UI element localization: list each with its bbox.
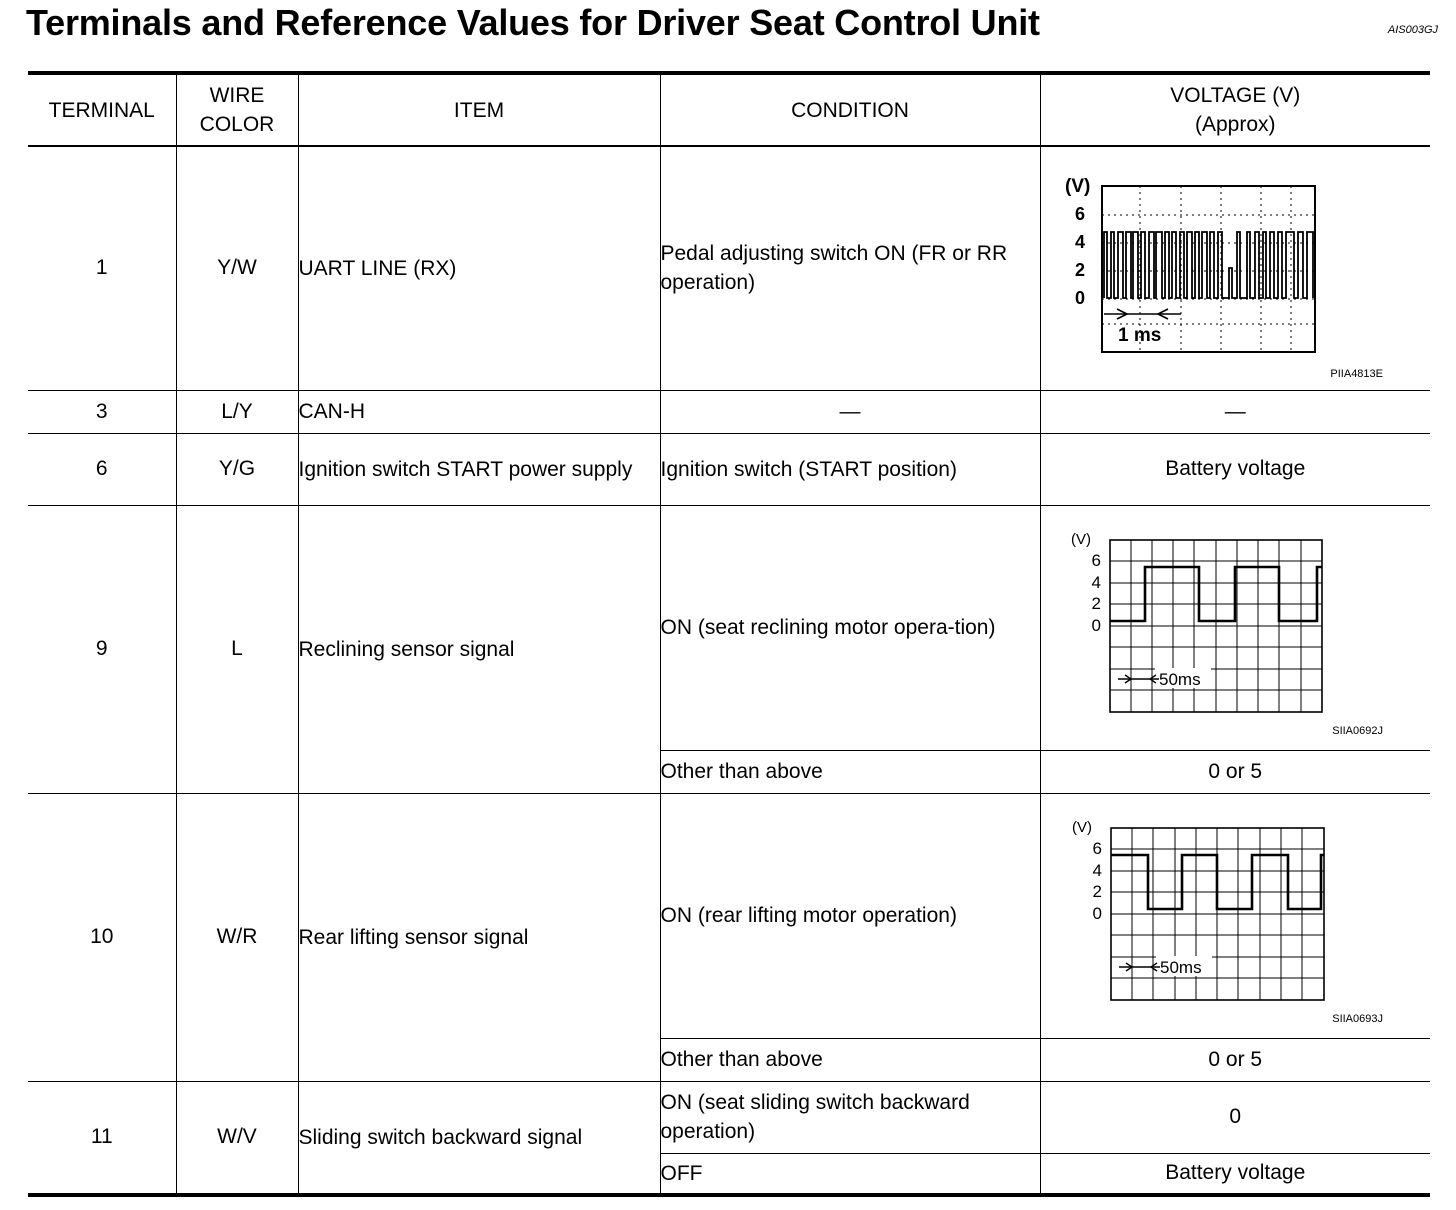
rear-lifting-waveform-figure: (V) 6 4 2 0 50ms SIIA0693J <box>1072 819 1383 1025</box>
condition-cell: ON (seat reclining motor opera-tion) <box>659 504 1041 751</box>
y-tick-label: 6 <box>1092 839 1101 858</box>
scope-grid <box>1109 539 1322 712</box>
voltage-cell: Battery voltage <box>1039 1152 1430 1196</box>
rear-lifting-waveform-trace <box>1110 853 1324 910</box>
condition-cell: Other than above <box>660 749 1041 794</box>
reclining-waveform-trace <box>1109 565 1322 622</box>
condition-cell: Ignition switch (START position) <box>659 432 1041 506</box>
scope-grid <box>1110 827 1324 1000</box>
wire-color-cell: L <box>175 504 299 794</box>
header-voltage: VOLTAGE (V) (Approx) <box>1039 72 1430 147</box>
voltage-cell: 0 or 5 <box>1039 1037 1430 1082</box>
time-division-marker <box>1118 961 1160 972</box>
table-row: OFF Battery voltage <box>28 1152 1430 1196</box>
time-scale-label: 1 ms <box>1118 325 1161 346</box>
wire-color-cell: W/V <box>175 1080 299 1196</box>
condition-cell: ON (rear lifting motor operation) <box>659 792 1041 1039</box>
y-tick-label: 0 <box>1092 904 1101 923</box>
header-item: ITEM <box>297 72 661 147</box>
document-code: AIS003GJ <box>1387 24 1438 36</box>
table-row: 11 W/V Sliding switch backward signal ON… <box>28 1080 1430 1196</box>
figure-id: PIIA4813E <box>1330 368 1383 380</box>
y-unit-label: (V) <box>1072 819 1092 836</box>
table-row: Other than above 0 or 5 <box>28 749 1430 794</box>
table-row: 6 Y/G Ignition switch START power supply… <box>28 432 1430 506</box>
terminal-cell: 6 <box>28 432 177 506</box>
table-row: 10 W/R Rear lifting sensor signal ON (re… <box>28 792 1430 1082</box>
voltage-cell: 0 or 5 <box>1039 749 1430 794</box>
table-row: 3 L/Y CAN-H — — <box>28 389 1430 434</box>
y-tick-label: 4 <box>1091 573 1100 592</box>
y-tick-label: 0 <box>1074 288 1084 308</box>
condition-cell: ON (seat sliding switch backward operati… <box>659 1080 1041 1154</box>
y-tick-label: 4 <box>1074 232 1084 252</box>
y-tick-label: 2 <box>1074 260 1084 280</box>
uart-waveform-figure: (V) 6 4 2 0 1 ms PIIA4813E <box>1065 176 1383 380</box>
condition-cell: Pedal adjusting switch ON (FR or RR oper… <box>659 145 1041 391</box>
item-cell: Reclining sensor signal <box>297 504 661 794</box>
terminal-cell: 3 <box>28 389 177 434</box>
item-cell: Sliding switch backward signal <box>297 1080 661 1196</box>
voltage-cell: — <box>1039 389 1430 434</box>
time-scale-label: 50ms <box>1159 670 1201 689</box>
table-row: 1 Y/W UART LINE (RX) Pedal adjusting swi… <box>28 145 1430 391</box>
uart-waveform-trace <box>1102 231 1314 300</box>
scope-grid <box>1101 186 1315 353</box>
voltage-figure-cell: (V) 6 4 2 0 50ms SIIA0693J <box>1039 792 1430 1039</box>
header-condition: CONDITION <box>659 72 1041 147</box>
voltage-figure-cell: (V) 6 4 2 0 50ms SIIA0692J <box>1039 504 1430 751</box>
wire-color-cell: Y/W <box>175 145 299 391</box>
figure-id: SIIA0693J <box>1332 1013 1383 1025</box>
terminal-cell: 1 <box>28 145 177 391</box>
y-tick-label: 0 <box>1091 616 1100 635</box>
table-header-row: TERMINAL WIRE COLOR ITEM CONDITION VOLTA… <box>28 72 1430 147</box>
item-cell: Ignition switch START power supply <box>297 432 661 506</box>
item-cell: Rear lifting sensor signal <box>297 792 661 1082</box>
item-cell: CAN-H <box>297 389 661 434</box>
reclining-waveform-figure: (V) 6 4 2 0 50ms SIIA0692J <box>1071 531 1383 737</box>
header-terminal: TERMINAL <box>28 72 177 147</box>
y-unit-label: (V) <box>1071 531 1091 548</box>
time-division-marker <box>1103 308 1181 320</box>
y-tick-label: 6 <box>1091 551 1100 570</box>
header-voltage-text: VOLTAGE (V) (Approx) <box>1170 84 1301 136</box>
header-wire-color-text: WIRE COLOR <box>199 84 275 136</box>
y-tick-label: 2 <box>1091 594 1100 613</box>
scope-frame <box>1100 185 1316 354</box>
figure-id: SIIA0692J <box>1332 725 1383 737</box>
time-scale-label: 50ms <box>1160 958 1202 977</box>
header-wire-color: WIRE COLOR <box>175 72 299 147</box>
terminal-cell: 9 <box>28 504 177 794</box>
table-row: Other than above 0 or 5 <box>28 1037 1430 1082</box>
terminal-reference-table: TERMINAL WIRE COLOR ITEM CONDITION VOLTA… <box>28 71 1430 1197</box>
wire-color-cell: W/R <box>175 792 299 1082</box>
page-title: Terminals and Reference Values for Drive… <box>26 2 1040 43</box>
condition-cell: — <box>659 389 1041 434</box>
label-backdrop <box>1154 667 1211 688</box>
table-row: 9 L Reclining sensor signal ON (seat rec… <box>28 504 1430 794</box>
voltage-figure-cell: (V) 6 4 2 0 1 ms PIIA4813E <box>1039 145 1430 391</box>
condition-cell: OFF <box>660 1152 1041 1196</box>
wire-color-cell: Y/G <box>175 432 299 506</box>
condition-cell: Other than above <box>660 1037 1041 1082</box>
y-tick-label: 2 <box>1092 882 1101 901</box>
y-tick-label: 4 <box>1092 861 1101 880</box>
y-unit-label: (V) <box>1065 176 1090 197</box>
voltage-cell: 0 <box>1039 1080 1430 1154</box>
terminal-cell: 11 <box>28 1080 177 1196</box>
label-backdrop <box>1155 955 1212 976</box>
y-tick-label: 6 <box>1074 204 1084 224</box>
wire-color-cell: L/Y <box>175 389 299 434</box>
item-cell: UART LINE (RX) <box>297 145 661 391</box>
terminal-cell: 10 <box>28 792 177 1082</box>
voltage-cell: Battery voltage <box>1039 432 1430 506</box>
time-division-marker <box>1117 673 1159 684</box>
